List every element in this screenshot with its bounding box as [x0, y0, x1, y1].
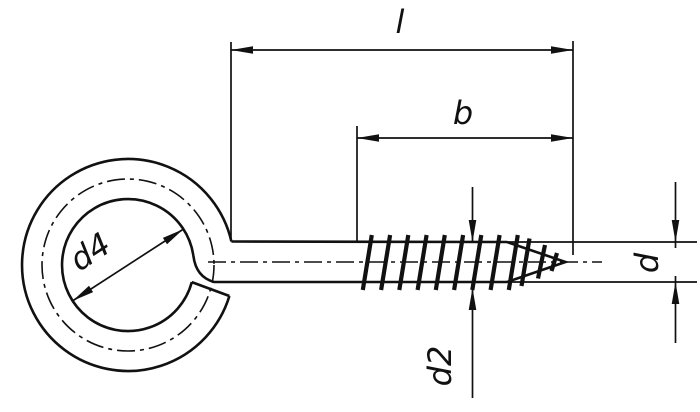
- eye-centerline-circle: [41, 178, 215, 352]
- shank-bottom-edge: [192, 255, 507, 284]
- eye-ring: [20, 157, 233, 373]
- wire-end-cut-face: [191, 280, 230, 298]
- thread: [360, 234, 570, 291]
- thread-crest: [397, 234, 411, 291]
- thread-crest: [452, 234, 466, 291]
- dimension-d: d: [507, 182, 697, 343]
- b-arrowhead-left: [357, 134, 379, 142]
- dimension-d2: d2: [421, 187, 477, 398]
- thread-crest-tip: [535, 244, 548, 279]
- d2-arrowhead-up: [468, 288, 477, 310]
- thread-crest: [379, 234, 393, 291]
- b-arrowhead-right: [551, 134, 573, 142]
- thread-crest: [360, 234, 374, 291]
- d4-arrowhead-lower-left: [72, 285, 94, 301]
- l-arrowhead-left: [231, 46, 253, 54]
- thread-crest-tip: [519, 238, 532, 287]
- l-label: l: [396, 3, 405, 41]
- dimension-l: l: [230, 3, 574, 255]
- thread-crest: [415, 234, 429, 291]
- dimension-b: b: [356, 94, 573, 241]
- d-arrowhead-down: [671, 220, 680, 242]
- b-label: b: [453, 94, 473, 132]
- eye-outer-arc: [20, 157, 233, 373]
- d4-arrowhead-upper-right: [162, 229, 184, 245]
- thread-crest: [433, 234, 447, 291]
- d2-label: d2: [421, 346, 459, 387]
- dimension-d4: d4: [63, 225, 184, 302]
- d2-arrowhead-down: [468, 220, 477, 242]
- eye-inner-arc: [60, 197, 195, 333]
- l-arrowhead-right: [551, 46, 573, 54]
- thread-crest-tip: [549, 252, 560, 272]
- thread-crest: [488, 234, 502, 291]
- thread-crest: [470, 234, 484, 291]
- d-label: d: [628, 252, 666, 273]
- d-arrowhead-up: [671, 282, 680, 304]
